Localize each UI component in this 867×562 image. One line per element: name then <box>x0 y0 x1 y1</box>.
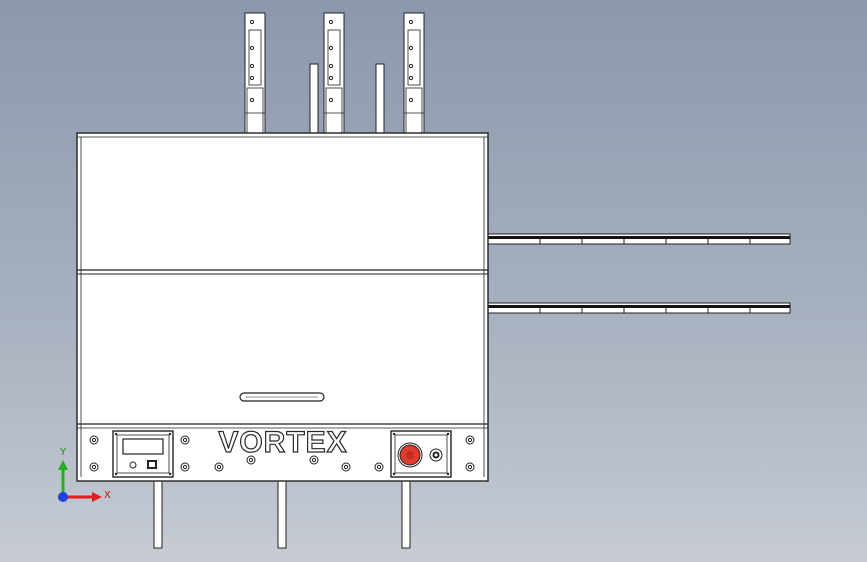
brand-label: VORTEX <box>218 426 347 459</box>
key-switch-icon[interactable] <box>429 448 443 462</box>
top-post-right <box>375 63 385 135</box>
front-door[interactable] <box>77 423 488 429</box>
cabinet-body <box>76 132 489 482</box>
top-bracket-middle <box>323 12 345 134</box>
digital-display-icon[interactable] <box>112 430 174 478</box>
axis-y-label: Y <box>59 447 67 458</box>
emergency-stop-button[interactable] <box>397 442 423 468</box>
panel-screws <box>89 435 475 472</box>
side-rail-lower <box>487 302 791 314</box>
leg-left <box>153 480 163 549</box>
axis-x-label: X <box>104 490 111 501</box>
top-bracket-right <box>403 12 425 134</box>
leg-middle <box>277 480 287 549</box>
top-bracket-left <box>244 12 266 134</box>
leg-right <box>401 480 411 549</box>
axis-triad-icon[interactable]: Y X <box>58 447 111 502</box>
side-rail-upper <box>487 233 791 245</box>
door-handle[interactable] <box>239 392 325 402</box>
top-post-left <box>309 63 319 135</box>
upper-panel <box>77 269 488 275</box>
